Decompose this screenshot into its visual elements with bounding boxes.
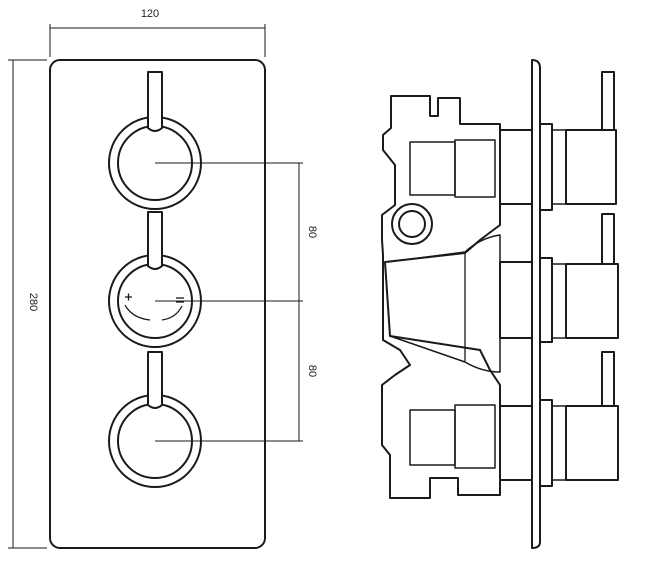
front-view [49, 59, 266, 549]
middle-control [108, 211, 202, 348]
inlet-port-outer [391, 203, 433, 245]
middle-collar [539, 257, 553, 343]
faceplate-outline [49, 59, 266, 549]
middle-lever [147, 211, 163, 270]
upper-lever [147, 71, 163, 132]
lower-control [108, 351, 202, 488]
lower-cartridge-left [409, 409, 456, 466]
upper-control [108, 71, 202, 210]
upper-cartridge-right [454, 139, 496, 198]
temperature-symbol-icon [124, 293, 184, 321]
inlet-port-inner [398, 210, 426, 238]
wall-plate-side [531, 59, 541, 549]
height-dimension-label: 280 [27, 293, 39, 311]
upper-handle [565, 129, 617, 205]
valve-body-outline [381, 95, 501, 499]
lower-lever-side [601, 351, 615, 407]
middle-lever-side [601, 213, 615, 265]
width-dimension-label: 120 [141, 8, 159, 20]
lower-handle [565, 405, 619, 481]
upper-cartridge-left [409, 141, 456, 196]
upper-lever-side [601, 71, 615, 131]
middle-handle [565, 263, 619, 339]
lower-lever [147, 351, 163, 409]
dimension-lines [8, 24, 303, 549]
lower-cartridge-right [454, 404, 496, 469]
side-view [381, 59, 619, 549]
upper-spacing-label: 80 [306, 226, 318, 238]
upper-collar [539, 123, 553, 211]
lower-spacing-label: 80 [306, 365, 318, 377]
lower-collar [539, 399, 553, 487]
